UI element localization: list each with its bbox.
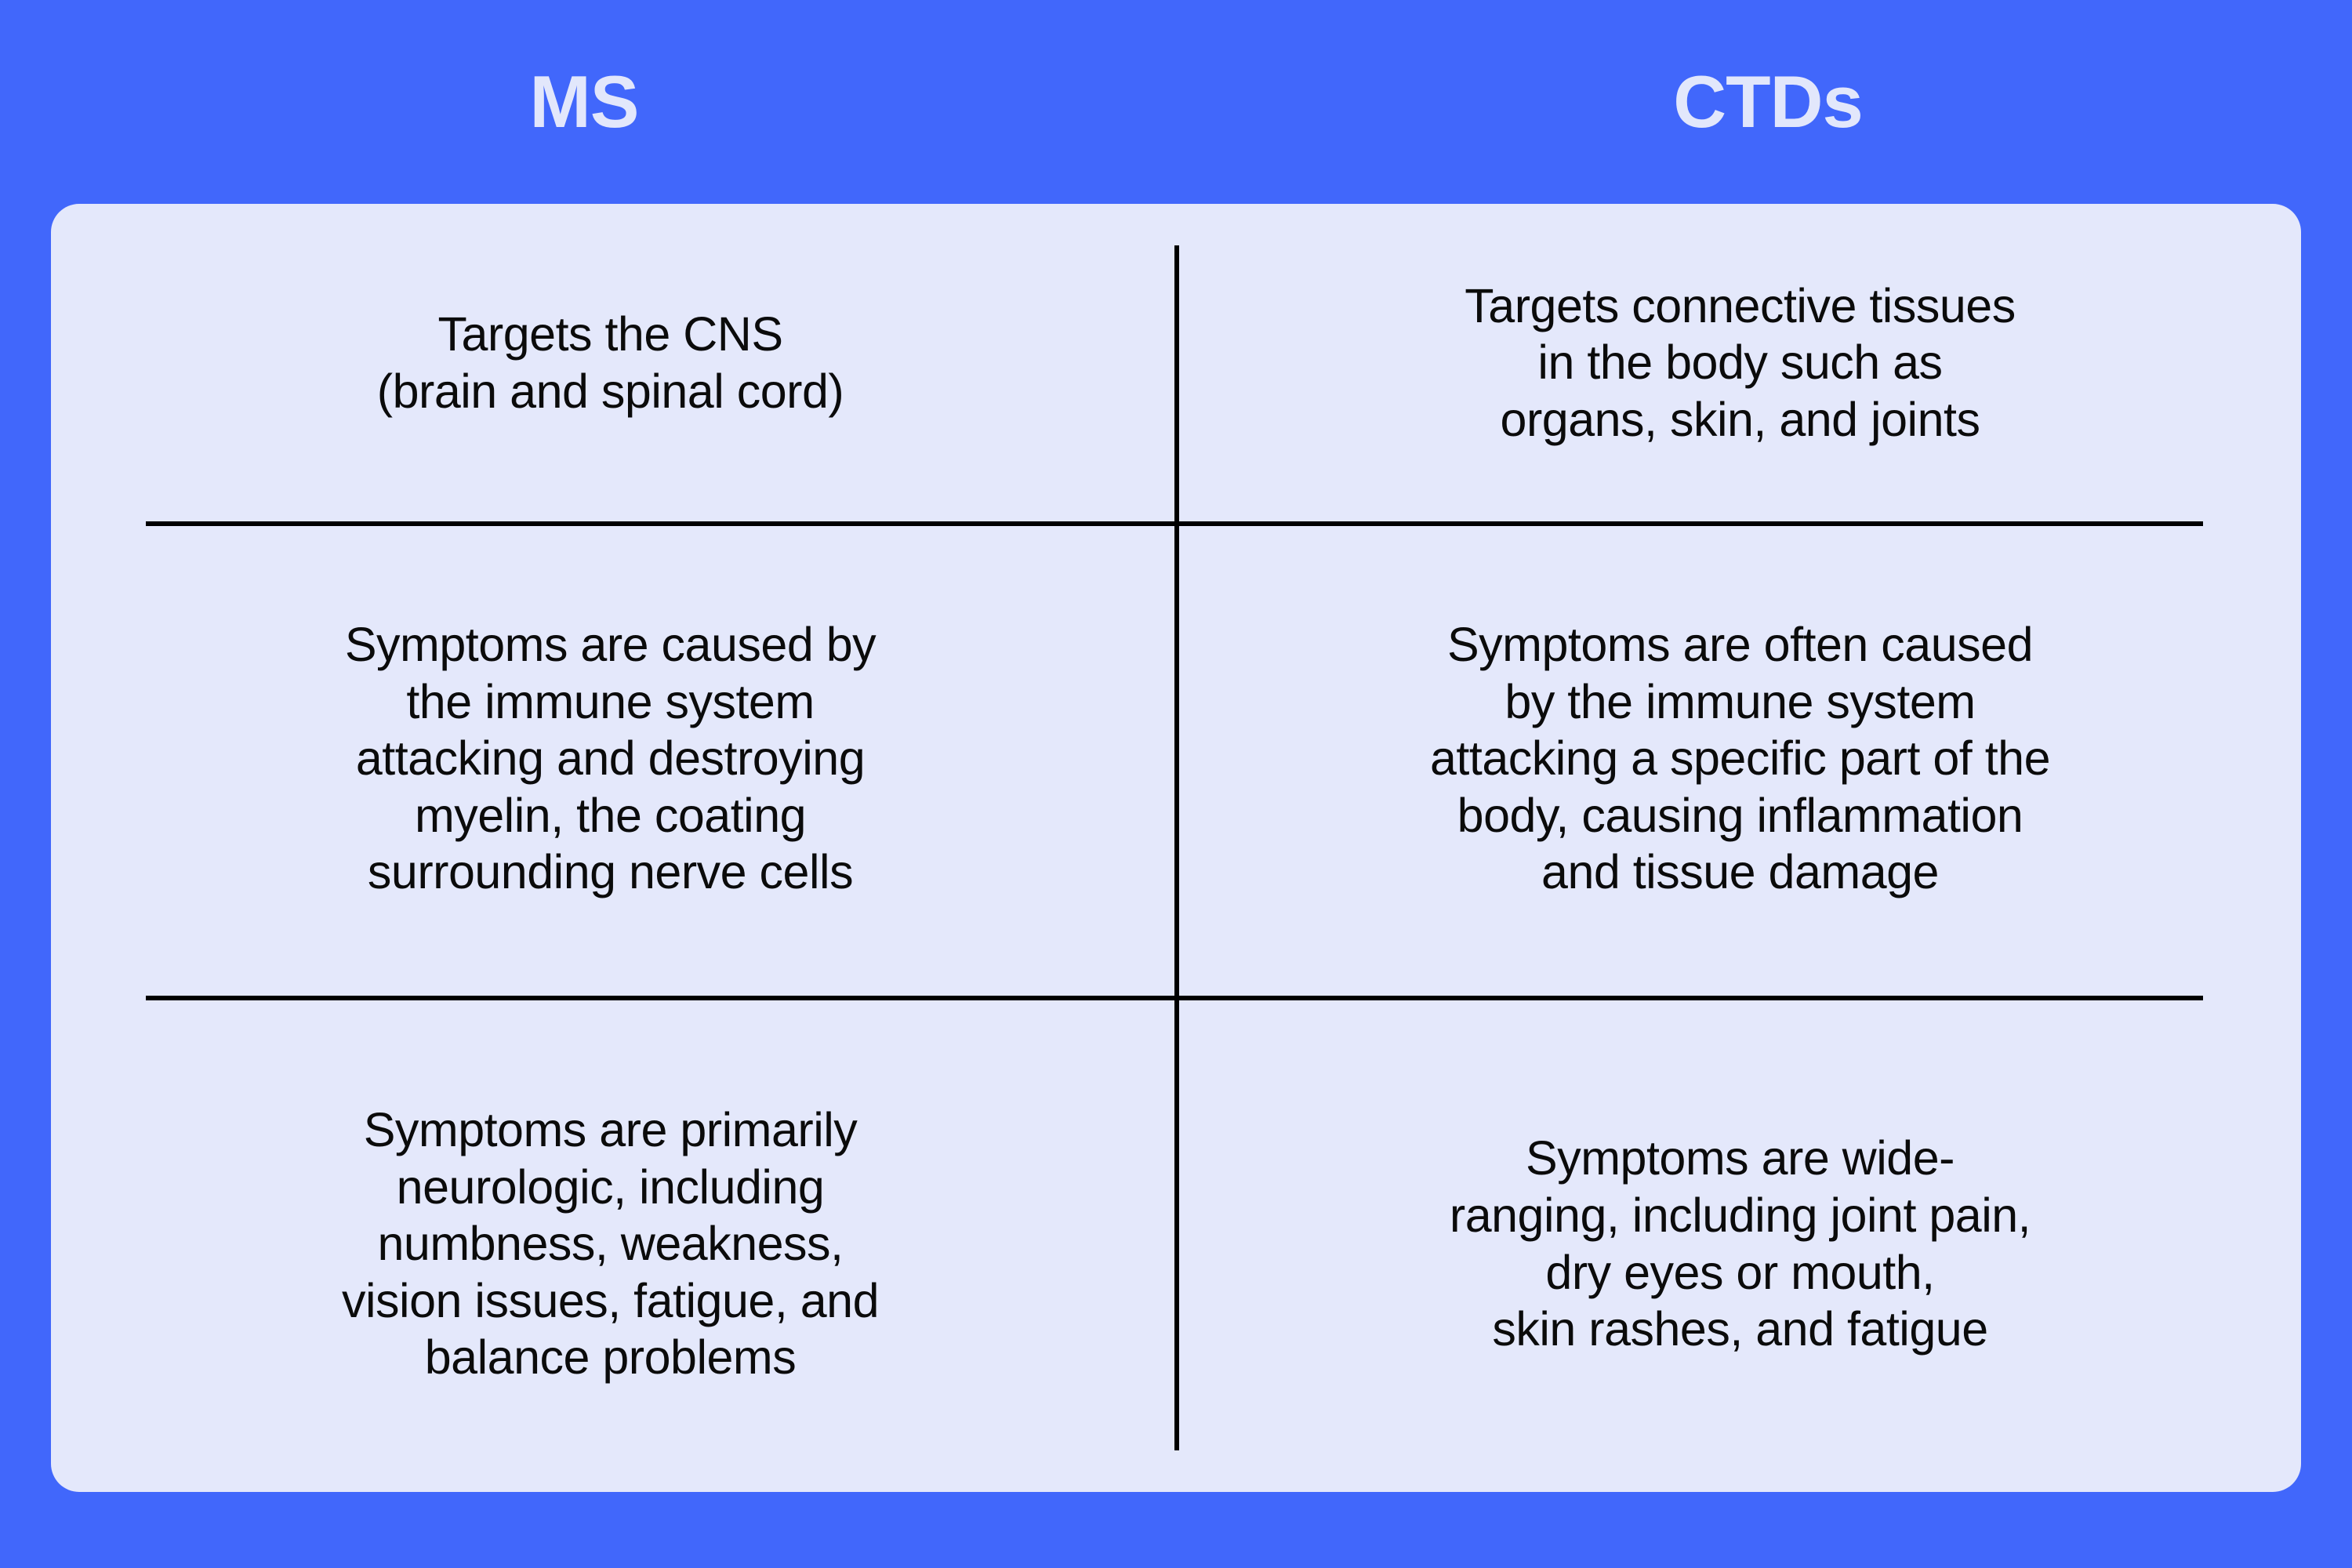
horizontal-divider-2 xyxy=(146,996,2203,1000)
cell-text: Symptoms are primarily neurologic, inclu… xyxy=(341,1103,880,1385)
column-header-ms: MS xyxy=(529,60,640,143)
cell-text: Symptoms are caused by the immune system… xyxy=(344,618,877,899)
table-cell-ms-row-2: Symptoms are caused by the immune system… xyxy=(51,521,1174,996)
table-cell-ctds-row-1: Targets connective tissues in the body s… xyxy=(1174,204,2301,521)
cell-text: Targets connective tissues in the body s… xyxy=(1465,278,2016,446)
horizontal-divider-1 xyxy=(146,521,2203,526)
cell-text: Symptoms are often caused by the immune … xyxy=(1430,618,2051,899)
table-cell-ms-row-1: Targets the CNS (brain and spinal cord) xyxy=(51,204,1174,521)
table-cell-ctds-row-3: Symptoms are wide- ranging, including jo… xyxy=(1174,996,2301,1492)
comparison-grid: Targets the CNS (brain and spinal cord) … xyxy=(51,204,2301,1492)
table-cell-ctds-row-2: Symptoms are often caused by the immune … xyxy=(1174,521,2301,996)
column-header-ctds: CTDs xyxy=(1673,60,1863,143)
vertical-divider xyxy=(1174,245,1179,1450)
comparison-header-row: MS CTDs xyxy=(51,0,2301,204)
comparison-table-card: Targets the CNS (brain and spinal cord) … xyxy=(51,204,2301,1492)
table-cell-ms-row-3: Symptoms are primarily neurologic, inclu… xyxy=(51,996,1174,1492)
cell-text: Targets the CNS (brain and spinal cord) xyxy=(376,307,844,418)
cell-text: Symptoms are wide- ranging, including jo… xyxy=(1449,1131,2031,1356)
